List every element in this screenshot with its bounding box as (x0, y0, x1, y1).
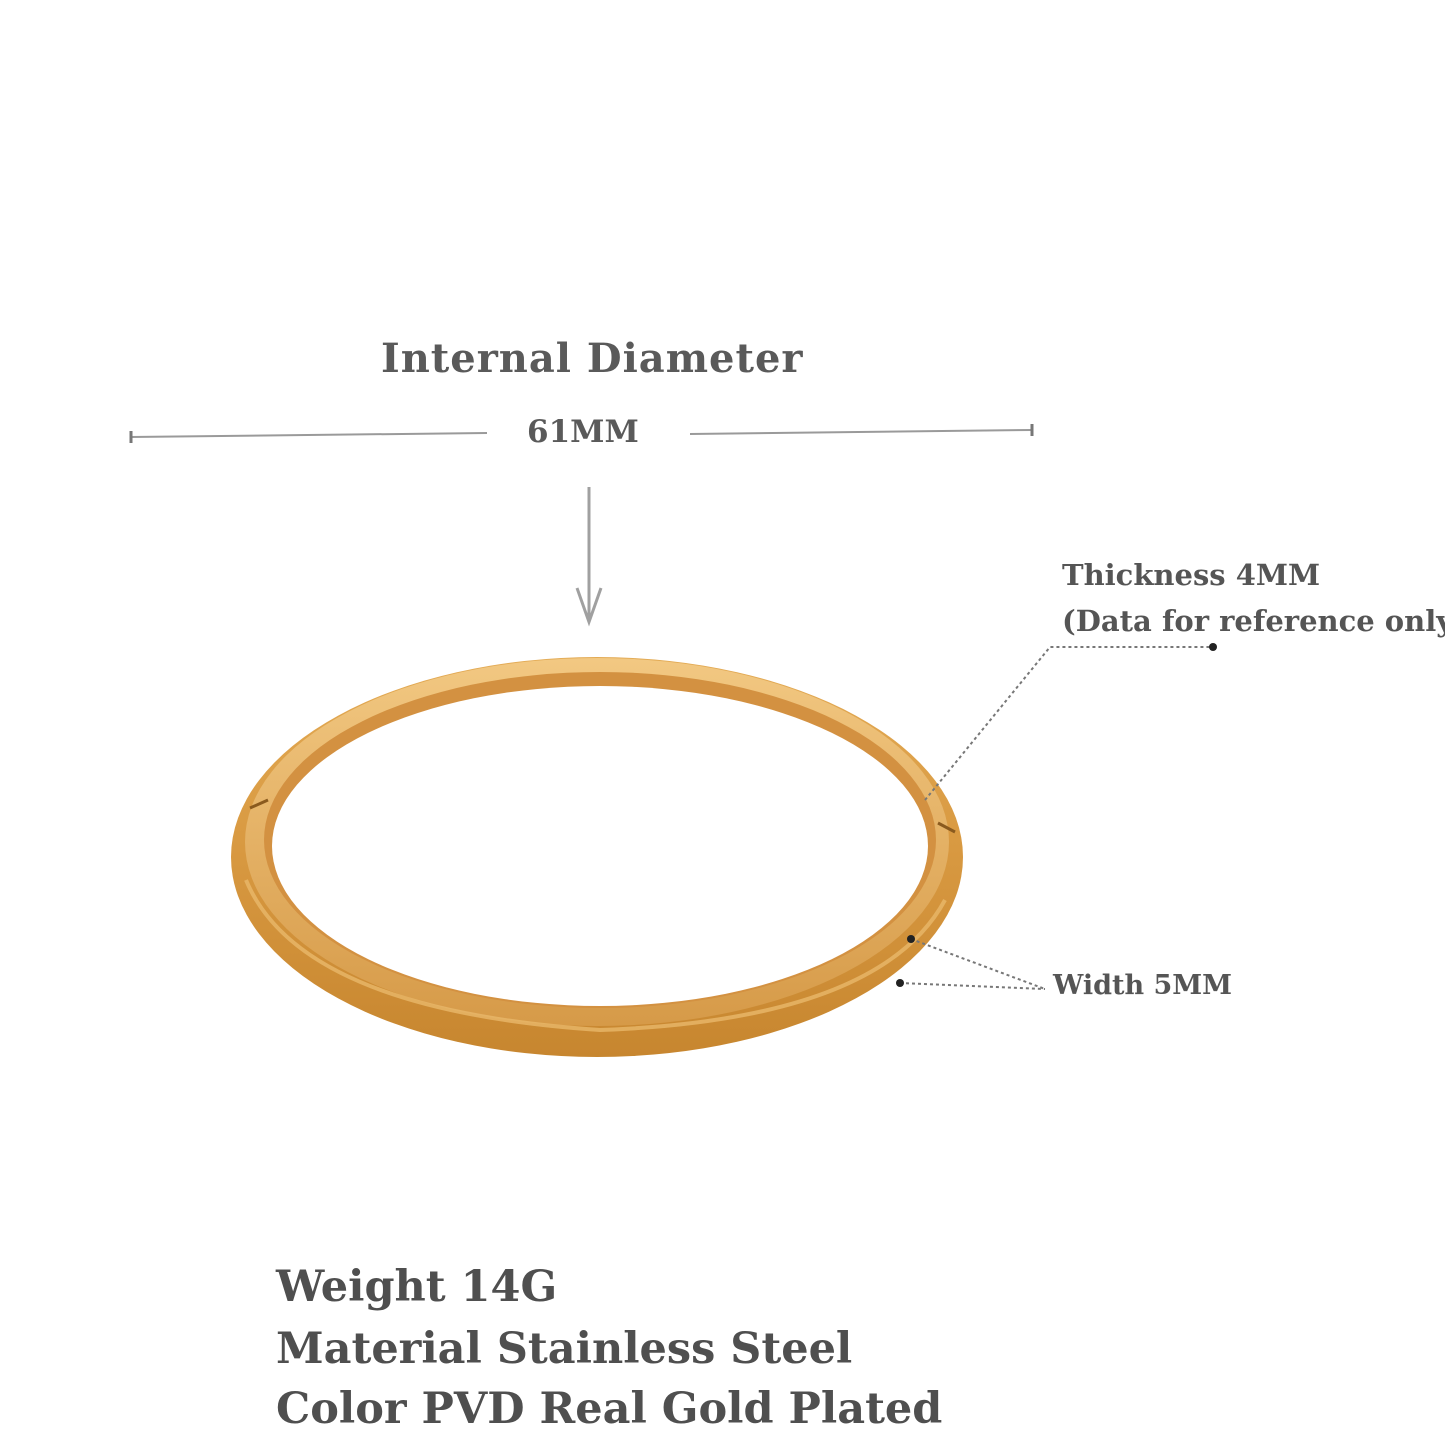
width-label: Width 5MM (1053, 970, 1233, 1001)
spec-color: Color PVD Real Gold Plated (276, 1384, 943, 1434)
spec-material: Material Stainless Steel (276, 1324, 853, 1374)
bangle-inner-hole (272, 686, 928, 1006)
right-hinge (937, 821, 956, 834)
reference-note: (Data for reference only) (1062, 604, 1445, 638)
spec-weight: Weight 14G (276, 1262, 558, 1312)
left-hinge (249, 798, 269, 810)
diameter-dimension-line (129, 424, 1034, 443)
internal-diameter-label: Internal Diameter (381, 335, 804, 382)
down-arrow-icon (575, 487, 603, 627)
width-callout-lines (896, 935, 1046, 990)
thickness-callout-line (924, 643, 1217, 801)
thickness-label: Thickness 4MM (1062, 558, 1321, 592)
diameter-value: 61MM (527, 414, 639, 450)
bangle-image (231, 657, 963, 1057)
